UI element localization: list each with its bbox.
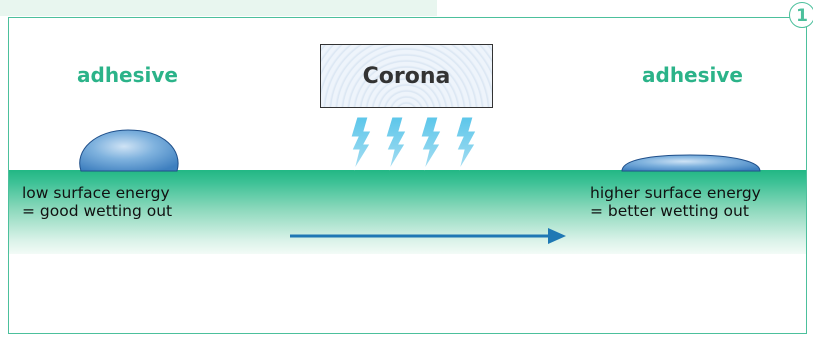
right-adhesive-drop — [621, 154, 761, 172]
bolt-3-icon — [420, 116, 442, 171]
left-energy-line2: = good wetting out — [22, 202, 173, 220]
bolt-2-icon — [385, 116, 407, 171]
left-adhesive-label: adhesive — [77, 63, 178, 87]
bolt-4-icon — [455, 116, 477, 171]
left-energy-text: low surface energy = good wetting out — [22, 184, 172, 220]
left-energy-line1: low surface energy — [22, 184, 170, 202]
right-energy-text: higher surface energy = better wetting o… — [590, 184, 761, 220]
page-number-badge: 1 — [789, 2, 813, 28]
corona-label: Corona — [362, 63, 451, 89]
header-band — [0, 0, 437, 16]
right-energy-line1: higher surface energy — [590, 184, 761, 202]
corona-bolts — [350, 116, 477, 171]
right-energy-line2: = better wetting out — [590, 202, 749, 220]
substrate-surface — [9, 170, 806, 254]
left-adhesive-drop — [79, 129, 179, 172]
right-adhesive-label: adhesive — [642, 63, 743, 87]
bolt-1-icon — [350, 116, 372, 171]
corona-box: Corona — [320, 44, 493, 108]
process-arrow — [290, 228, 566, 244]
